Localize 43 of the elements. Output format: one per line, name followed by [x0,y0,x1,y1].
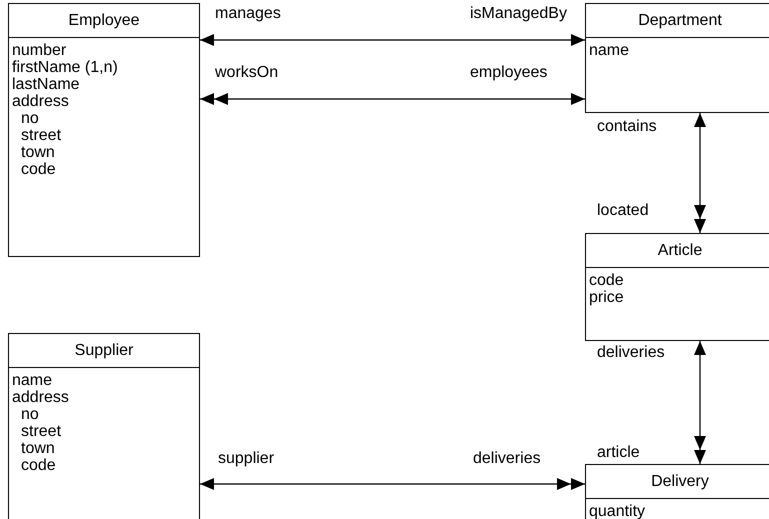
role-name: deliveries [597,344,665,362]
entity-box [585,233,769,341]
role-name: employees [470,64,548,82]
attribute-name: no [21,406,39,423]
attribute-name: code [21,457,56,474]
attribute-name: no [21,110,39,127]
entity-box [8,333,200,519]
attribute-name: street [21,423,62,440]
role-name: supplier [218,450,274,468]
entity-name: Article [658,241,702,261]
attribute-name: town [21,144,55,161]
association-arrow [694,113,706,233]
attribute-name: name [589,42,630,59]
entity-box [585,3,769,113]
association-arrow [200,478,585,490]
entity-box [8,3,200,257]
entity-name: Supplier [74,341,134,361]
attribute-name: town [21,440,55,457]
entity-name: Delivery [651,472,709,492]
attribute-name: price [589,289,624,306]
attribute-name: address [12,389,69,406]
attribute-name: lastName [12,76,80,93]
role-name: manages [215,5,281,23]
entity-name: Department [638,11,722,31]
attribute-name: code [589,272,624,289]
role-name: worksOn [215,64,278,82]
attribute-name: name [12,372,52,389]
role-name: contains [597,118,657,136]
attribute-name: address [12,93,69,110]
role-name: deliveries [473,450,541,468]
role-name: article [597,444,640,462]
attribute-name: number [12,42,66,59]
attribute-name: quantity [589,503,646,519]
role-name: located [597,202,649,220]
entity-box [585,464,769,519]
attribute-name: firstName (1,n) [12,59,118,76]
attribute-name: code [21,161,56,178]
role-name: isManagedBy [470,5,567,23]
association-arrow [694,341,706,464]
association-arrow [200,93,585,105]
attribute-name: street [21,127,62,144]
association-arrow [200,34,585,46]
entity-name: Employee [68,11,140,31]
